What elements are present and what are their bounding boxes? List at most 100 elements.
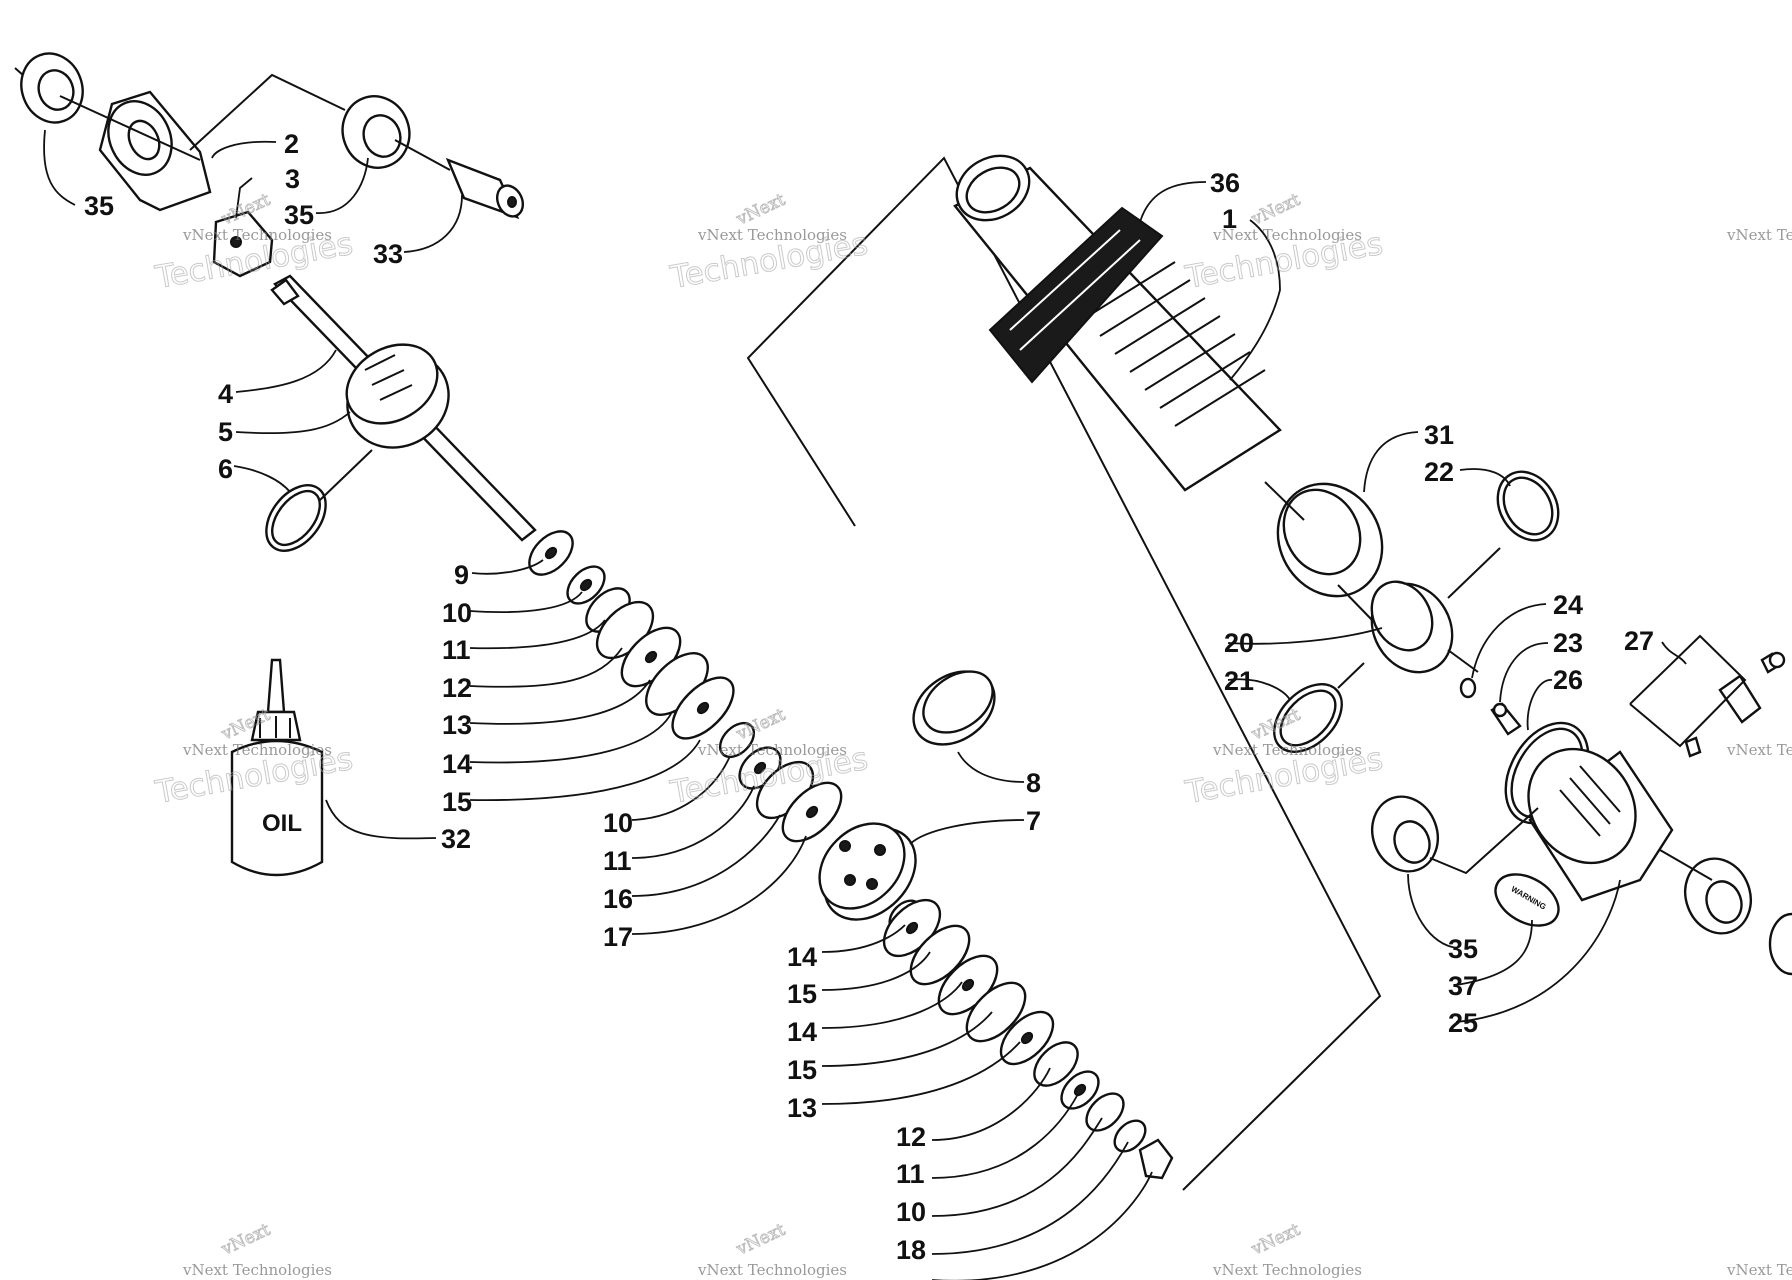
watermark-mid-right: vNext vNext Technologies Technologies (1182, 704, 1386, 811)
oil-label: OIL (262, 810, 302, 837)
warning-decal-part-37: WARNING (1494, 873, 1560, 927)
callout-10: 10 (603, 808, 633, 838)
callout-32: 32 (441, 824, 471, 854)
watermark-line1: vNext Technologies (182, 1261, 332, 1279)
watermark-line1: vNext Technologies (182, 226, 332, 244)
nut-part-3 (212, 210, 274, 278)
callout-24: 24 (1553, 590, 1583, 620)
watermark-edge-right: vNext Technologies vNext Technologies vN… (1726, 226, 1792, 1279)
callout-37: 37 (1448, 971, 1478, 1001)
seal-head-part-5 (345, 343, 450, 449)
callout-11: 11 (896, 1159, 925, 1189)
callout-26: 26 (1553, 665, 1583, 695)
callout-27: 27 (1624, 626, 1654, 656)
watermark-brand: vNext (1248, 190, 1304, 230)
watermark-line1: vNext Technologies (1726, 226, 1792, 244)
callout-25: 25 (1448, 1008, 1478, 1038)
watermark-line1: vNext Technologies (1726, 1261, 1792, 1279)
o-ring-part-22 (1496, 470, 1560, 542)
callout-31: 31 (1424, 420, 1454, 450)
sleeve-part-33 (445, 157, 525, 220)
assembly-bracket (746, 156, 1382, 1191)
bushing-part-35-far-right (1684, 857, 1792, 976)
watermark-top-center: vNext vNext Technologies Technologies (667, 189, 871, 296)
bushing-part-35-right (1371, 795, 1439, 873)
callout-10: 10 (442, 598, 472, 628)
callout-2: 2 (284, 129, 299, 159)
bushing-part-35-top-left (14, 52, 84, 124)
callout-16: 16 (603, 884, 633, 914)
callout-11: 11 (603, 846, 632, 876)
callout-35: 35 (1448, 934, 1478, 964)
eyelet-part-2 (59, 73, 346, 212)
label-strip-part-36 (988, 206, 1164, 384)
o-ring-part-6 (265, 449, 373, 552)
watermark-line1: vNext Technologies (182, 741, 332, 759)
callout-12: 12 (896, 1122, 926, 1152)
watermark-brand: vNext (733, 705, 789, 745)
watermark-line1: vNext Technologies (697, 741, 847, 759)
bearing-part-20 (1370, 580, 1454, 674)
assembly-lines-right (1264, 481, 1747, 881)
washer-stack-lower (882, 898, 1174, 1180)
seal-cap-part-31 (1276, 482, 1384, 598)
watermark-brand: vNext (218, 1220, 274, 1260)
callout-8: 8 (1026, 768, 1041, 798)
leader-lines (43, 129, 1687, 1280)
oil-bottle-part-32: OIL (230, 658, 324, 877)
watermark-line1: vNext Technologies (1212, 741, 1362, 759)
fitting-part-27 (1684, 651, 1786, 758)
callout-15: 15 (787, 1055, 817, 1085)
callout-14: 14 (442, 749, 472, 779)
watermark-line1: vNext Technologies (697, 1261, 847, 1279)
watermark-line1: vNext Technologies (1726, 741, 1792, 759)
callout-22: 22 (1424, 457, 1454, 487)
callout-numbers: 35 2 3 35 33 4 5 6 9 10 11 12 13 14 15 3… (84, 129, 1654, 1265)
callout-12: 12 (442, 673, 472, 703)
callout-33: 33 (373, 239, 403, 269)
washer-stack-upper (528, 530, 843, 843)
clip-ring-part-8 (912, 670, 996, 746)
callout-3: 3 (285, 164, 300, 194)
callout-23: 23 (1553, 628, 1583, 658)
callout-20: 20 (1224, 628, 1254, 658)
callout-7: 7 (1026, 806, 1041, 836)
callout-4: 4 (218, 379, 233, 409)
callout-6: 6 (218, 454, 233, 484)
callout-14: 14 (787, 942, 817, 972)
shock-body-part-1 (953, 154, 1282, 492)
watermark-bottom-right: vNext vNext Technologies (1212, 1219, 1362, 1279)
callout-35: 35 (84, 191, 114, 221)
watermark-line1: vNext Technologies (1212, 1261, 1362, 1279)
callout-10: 10 (896, 1197, 926, 1227)
watermark-line1: vNext Technologies (1212, 226, 1362, 244)
watermark-bottom-left: vNext vNext Technologies (182, 1219, 332, 1279)
screw-part-23 (1490, 702, 1522, 736)
piston-part-7 (818, 822, 917, 921)
callout-9: 9 (454, 560, 469, 590)
callout-36: 36 (1210, 168, 1240, 198)
callout-35: 35 (284, 200, 314, 230)
reservoir-housing-part-25 (1527, 747, 1674, 902)
watermark-top-left: vNext vNext Technologies Technologies (152, 189, 356, 296)
watermark-brand: vNext (733, 1220, 789, 1260)
watermark-bottom-center: vNext vNext Technologies (697, 1219, 847, 1279)
o-ring-part-24 (1459, 677, 1477, 699)
watermark-top-right: vNext vNext Technologies Technologies (1182, 189, 1386, 296)
callout-14: 14 (787, 1017, 817, 1047)
bushing-part-35-top-middle (341, 95, 451, 171)
watermark-brand: vNext (733, 190, 789, 230)
callout-18: 18 (896, 1235, 926, 1265)
callout-5: 5 (218, 417, 233, 447)
callout-17: 17 (603, 922, 633, 952)
callout-21: 21 (1224, 666, 1254, 696)
watermark-brand: vNext (1248, 1220, 1304, 1260)
callout-15: 15 (787, 979, 817, 1009)
watermark-line1: vNext Technologies (697, 226, 847, 244)
snap-ring-part-21 (1273, 683, 1343, 753)
callout-15: 15 (442, 787, 472, 817)
callout-1: 1 (1222, 204, 1237, 234)
callout-13: 13 (442, 710, 472, 740)
callout-13: 13 (787, 1093, 817, 1123)
